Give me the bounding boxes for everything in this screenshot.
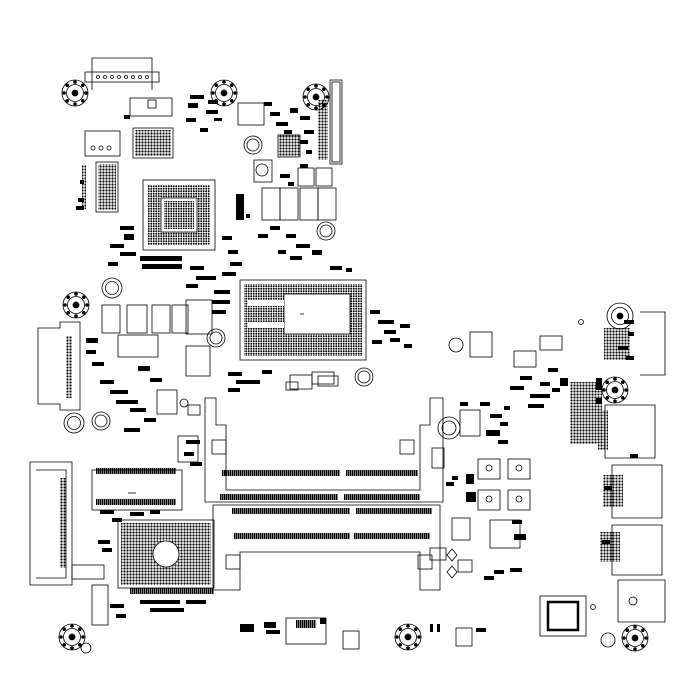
smd-components [76,95,638,634]
top-connector [84,57,160,90]
plated-hole [91,411,111,431]
component-cluster [71,371,473,650]
card-slot [91,468,183,511]
mounting-hole [601,376,629,404]
component-cluster [489,382,602,549]
connector-module [84,130,121,157]
bga-chip [142,179,216,251]
dimm-slot [212,504,441,591]
outlined-parts [179,375,473,573]
capacitor-group [101,299,213,415]
mounting-hole [394,623,422,651]
side-connector [318,79,343,165]
fiducial-marker [446,548,458,579]
plated-hole [354,367,374,387]
plated-hole [437,416,461,440]
ic-chip [539,595,587,637]
side-connector [37,321,81,411]
pin-header [82,161,119,213]
plated-hole [101,277,123,299]
plated-hole [316,221,336,241]
usb-connector [604,311,666,376]
mounting-hole [58,623,86,651]
dimm-slot [204,397,444,503]
mounting-hole [61,79,89,107]
cpu-socket [239,279,367,361]
mounting-hole [621,624,649,652]
capacitor-group [253,159,337,221]
capacitor-group [477,458,531,511]
usb-connector [600,524,663,576]
connector-module [431,331,563,541]
audio-jack [617,579,666,623]
plated-hole [206,328,226,348]
mounting-hole [62,291,90,319]
usb-connector [603,464,663,519]
ic-chip [129,97,301,158]
plated-hole [578,319,596,610]
plated-hole [600,632,616,648]
usb-connector [598,404,656,459]
edge-connector [29,461,73,586]
plated-hole [80,642,92,654]
ic-socket [117,519,215,594]
plated-hole [243,135,263,155]
bga-chip [132,127,174,159]
plated-hole [63,412,85,434]
mounting-hole [606,302,634,330]
